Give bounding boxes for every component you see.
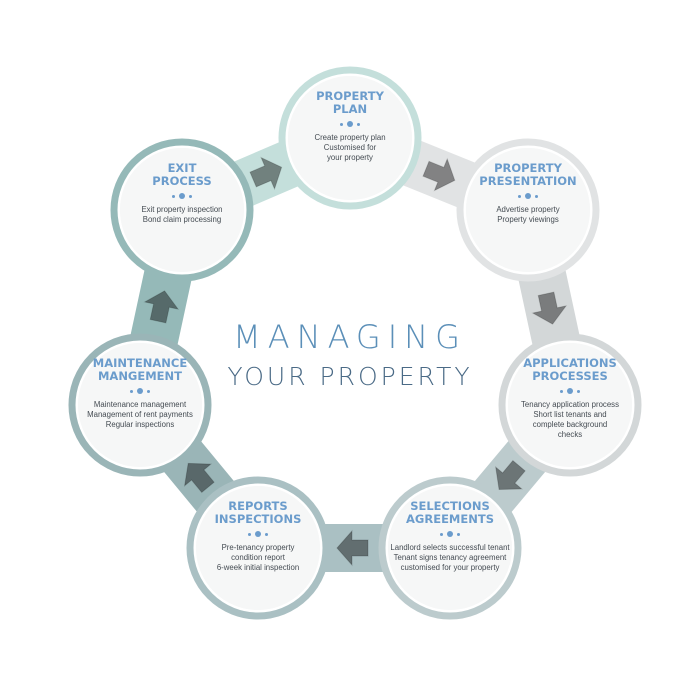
arrow-icon (531, 291, 568, 325)
node-maintenance-management: MAINTENANCE MANGEMENT Maintenance managem… (78, 343, 202, 467)
node-applications-processes: APPLICATIONS PROCESSES Tenancy applicatio… (508, 343, 632, 467)
node-title: MAINTENANCE MANGEMENT (92, 356, 188, 383)
node-description: Create property plan Customised for your… (314, 133, 386, 162)
arrow-icon (336, 529, 369, 567)
node-selections-agreements: SELECTIONS AGREEMENTS Landlord selects su… (388, 486, 512, 610)
node-title: APPLICATIONS PROCESSES (523, 356, 617, 383)
dots-icon (440, 530, 460, 538)
dots-icon (130, 387, 150, 395)
arrow-icon (249, 156, 283, 191)
arrow-icon (183, 462, 215, 494)
node-title: EXIT PROCESS (152, 161, 212, 188)
arrow-icon (422, 157, 456, 192)
center-subtitle: YOUR PROPERTY (227, 362, 473, 391)
dots-icon (518, 192, 538, 200)
arrow-icon (495, 459, 526, 491)
center-title: MANAGING (233, 318, 467, 356)
node-title: PROPERTY PRESENTATION (479, 161, 577, 188)
dots-icon (172, 192, 192, 200)
dots-icon (340, 120, 360, 128)
node-property-presentation: PROPERTY PRESENTATION Advertise property … (466, 148, 590, 272)
node-property-plan: PROPERTY PLAN Create property plan Custom… (288, 76, 412, 200)
node-reports-inspections: REPORTS INSPECTIONS Pre-tenancy property … (196, 486, 320, 610)
node-description: Pre-tenancy property condition report 6-… (216, 543, 300, 572)
node-description: Tenancy application process Short list t… (521, 400, 619, 439)
node-description: Advertise property Property viewings (496, 205, 560, 224)
dots-icon (248, 530, 268, 538)
dots-icon (560, 387, 580, 395)
node-description: Landlord selects successful tenant Tenan… (390, 543, 510, 572)
node-title: SELECTIONS AGREEMENTS (406, 499, 494, 526)
node-title: REPORTS INSPECTIONS (214, 499, 302, 526)
node-description: Maintenance management Management of ren… (87, 400, 193, 429)
node-exit-process: EXIT PROCESS Exit property inspection Bon… (120, 148, 244, 272)
arrow-icon (143, 290, 180, 324)
node-description: Exit property inspection Bond claim proc… (141, 205, 223, 224)
node-title: PROPERTY PLAN (316, 89, 384, 116)
